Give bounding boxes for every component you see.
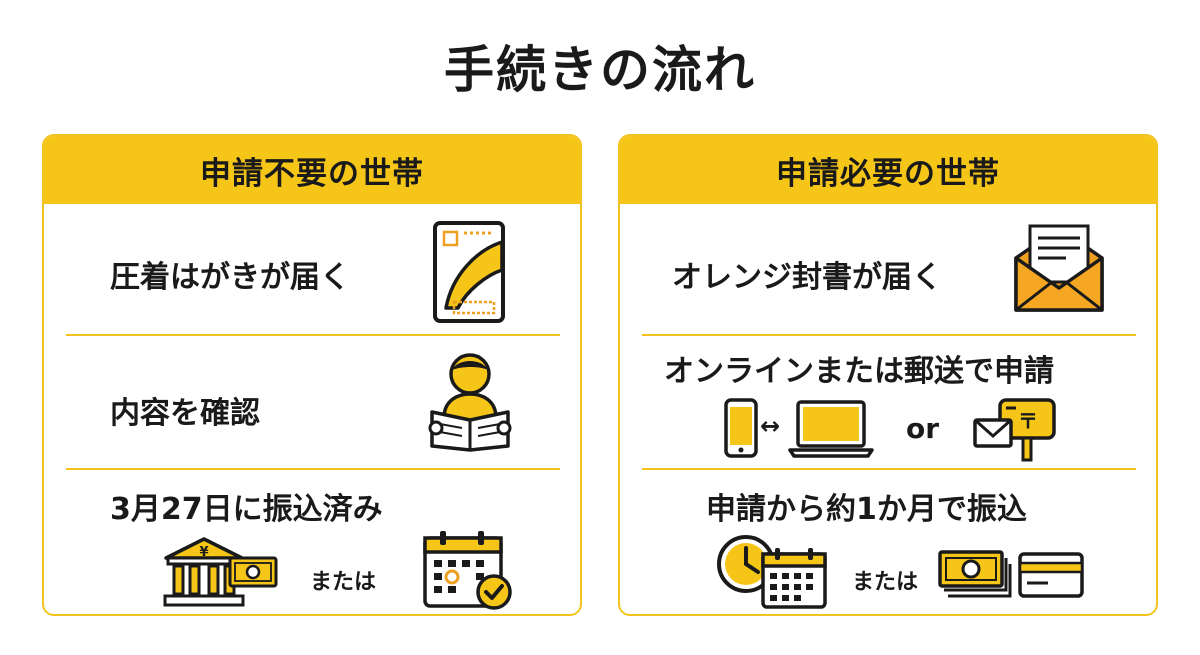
divider: [642, 334, 1136, 336]
laptop-icon: [788, 400, 874, 458]
step-text: オレンジ封書が届く: [672, 260, 942, 295]
step-text: 申請から約1か月で振込: [706, 492, 1027, 527]
calendar-icon: [761, 548, 827, 609]
or-label: または: [852, 570, 919, 595]
cash-icon: [228, 556, 278, 588]
panel-header: 申請必要の世帯: [620, 136, 1156, 204]
smartphone-icon: [724, 398, 758, 458]
step-text: オンラインまたは郵送で申請: [664, 354, 1054, 389]
step-text: 圧着はがきが届く: [110, 260, 350, 295]
credit-card-icon: [1018, 552, 1084, 598]
clock-icon: [717, 535, 775, 593]
divider: [642, 468, 1136, 470]
arrows-icon: ↔: [760, 412, 781, 440]
svg-text:〒: 〒: [1018, 409, 1038, 433]
person-reading-icon: [428, 353, 512, 452]
step-text: 3月27日に振込済み: [110, 492, 383, 527]
cash-stack-icon: [938, 550, 1012, 598]
calendar-check-icon: [423, 531, 512, 610]
panel-no-application: 申請不要の世帯 圧着はがきが届く 内容を確認 3月27日: [42, 134, 582, 616]
svg-text:¥: ¥: [199, 545, 208, 560]
panel-application-required: 申請必要の世帯 オレンジ封書が届く オンラインまたは郵送で申請 ↔ or: [618, 134, 1158, 616]
mailbox-icon: 〒: [973, 398, 1056, 462]
or-label: または: [310, 570, 377, 595]
divider: [66, 468, 560, 470]
step-text: 内容を確認: [110, 396, 260, 431]
envelope-icon: [1014, 224, 1104, 312]
divider: [66, 334, 560, 336]
or-label: or: [906, 412, 940, 445]
panel-header: 申請不要の世帯: [44, 136, 580, 204]
postcard-icon: [433, 221, 505, 323]
page-title: 手続きの流れ: [444, 41, 756, 99]
